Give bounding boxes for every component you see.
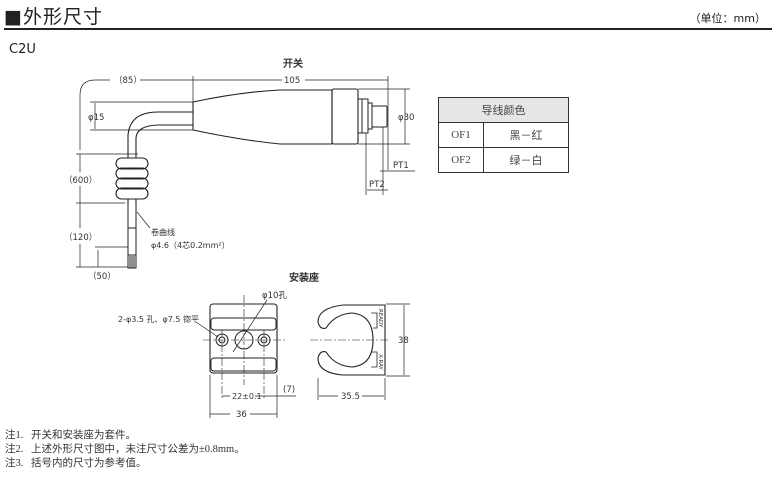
hole-label: φ10孔 [262,291,287,301]
title-rule [4,28,772,30]
note-number: 注1. [5,430,24,441]
dim-straight-length: （120） [64,232,97,243]
note-text: 括号内的尺寸为参考值。 [31,458,147,469]
wire-name: OF2 [438,147,484,173]
dim-body-length: 105 [284,76,300,86]
note-item: 注1. 开关和安装座为套件。 [5,429,245,443]
coiled-cable [115,157,149,205]
note-number: 注3. [5,458,24,469]
wire-table-header: 导线颜色 [438,97,569,123]
model-name: C2U [9,42,36,57]
switch-drawing: 开关 （85） 105 φ30 PT1 PT2 φ15 [64,57,415,282]
notes: 注1. 开关和安装座为套件。 注2. 上述外形尺寸图中，未注尺寸公差为±0.8mm。… [5,429,245,471]
unit-label: （单位：mm） [689,12,766,25]
note-text: 上述外形尺寸图中，未注尺寸公差为±0.8mm。 [31,444,245,455]
cable-label: 卷曲线 [151,227,175,237]
cable-spec: φ4.6（4芯0.2mm²） [151,240,230,250]
wire-color: 黑－红 [483,122,569,148]
dim-pt2: PT2 [369,180,385,190]
dim-offset: (7) [283,385,295,395]
note-text: 开关和安装座为套件。 [31,430,136,441]
xray-mark: X-RAY [377,354,383,370]
dim-hole-pitch: 22±0.1 [232,392,262,401]
dim-height: 38 [398,336,409,346]
screw-hole-label: 2-φ3.5 孔、φ7.5 锪平 [118,314,199,324]
dim-cable-length: （85） [114,75,142,86]
mount-drawing: 安装座 φ10孔 2-φ3.5 孔、φ7.5 锪平 22±0.1 (7) 36 … [118,271,410,420]
wire-color: 绿－白 [483,147,569,173]
dim-width: 36 [236,410,247,420]
dim-depth: 35.5 [341,392,360,402]
dim-cable-diameter: φ15 [88,113,104,123]
note-number: 注2. [5,444,24,455]
dim-strip-length: （50） [88,271,116,282]
note-item: 注3. 括号内的尺寸为参考值。 [5,457,245,471]
wire-name: OF1 [438,122,484,148]
ready-mark: READY [377,309,383,328]
switch-label: 开关 [283,57,303,70]
note-item: 注2. 上述外形尺寸图中，未注尺寸公差为±0.8mm。 [5,443,245,457]
section-title: ■外形尺寸 [4,6,103,28]
mount-label: 安装座 [289,271,319,284]
dim-coil-length: （600） [64,175,97,186]
dim-body-diameter: φ30 [398,113,414,123]
dim-pt1: PT1 [393,161,409,171]
